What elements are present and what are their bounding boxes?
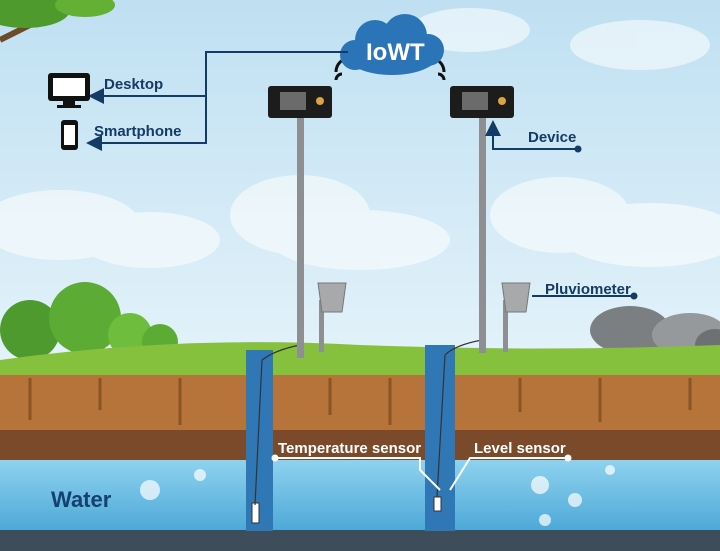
background-clouds: [0, 8, 720, 270]
water-label: Water: [51, 487, 112, 512]
tree-branch: [0, 0, 115, 43]
smartphone-icon: [61, 120, 78, 150]
temperature-sensor-label: Temperature sensor: [278, 440, 422, 457]
water-bubbles: [140, 465, 615, 526]
cloud-label: IoWT: [366, 39, 425, 66]
pluviometer-label: Pluviometer: [545, 281, 631, 298]
pluviometer-right: [501, 282, 531, 352]
device-board-right: [450, 86, 514, 118]
smartphone-label: Smartphone: [94, 123, 182, 140]
level-sensor-label: Level sensor: [474, 440, 566, 457]
pole-right: [479, 118, 486, 353]
water-layer: [0, 460, 720, 530]
device-label: Device: [528, 129, 577, 146]
well-left: [246, 350, 273, 531]
pluviometer-dot: [630, 292, 638, 300]
soil-roots: [28, 378, 692, 425]
level-sensor-probe: [433, 496, 442, 512]
connection-lines: [86, 51, 634, 297]
temperature-sensor-probe: [251, 502, 260, 524]
pluviometer-left: [317, 282, 347, 352]
iowt-cloud: [340, 14, 444, 75]
device-board-left: [268, 86, 332, 118]
device-dot: [574, 145, 582, 153]
pole-left: [297, 118, 304, 358]
soil-layer: [0, 375, 720, 430]
desktop-icon: [48, 73, 90, 108]
temperature-dot: [271, 454, 279, 462]
bedrock-layer: [0, 530, 720, 551]
subsoil-layer: [0, 430, 720, 460]
level-dot: [564, 454, 572, 462]
grass-layer: [0, 342, 720, 378]
desktop-label: Desktop: [104, 76, 164, 93]
bushes: [0, 282, 178, 360]
sensor-lines: [275, 457, 568, 491]
